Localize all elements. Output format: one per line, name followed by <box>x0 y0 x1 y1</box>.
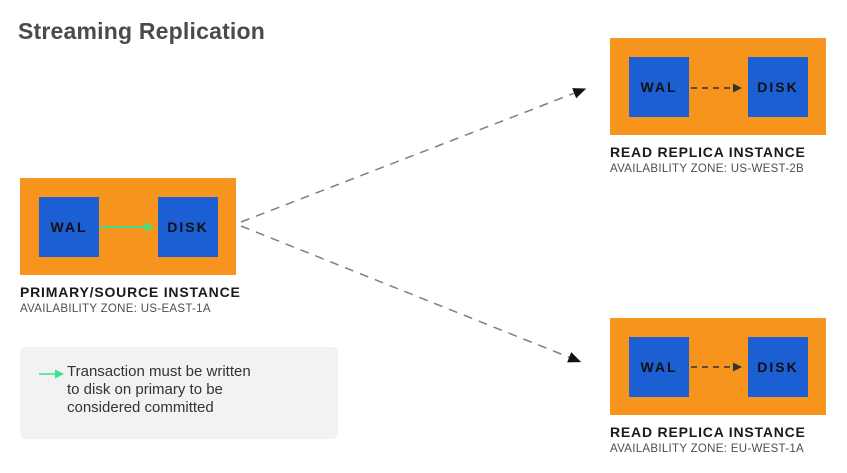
legend-text: Transaction must be written to disk on p… <box>67 363 251 417</box>
read-replica-bottom-availability-zone: AVAILABILITY ZONE: EU-WEST-1A <box>610 443 805 455</box>
read-replica-bottom-box: WAL DISK <box>610 318 826 415</box>
primary-disk-node: DISK <box>158 197 218 257</box>
primary-instance-title: PRIMARY/SOURCE INSTANCE <box>20 284 241 300</box>
replication-arrow-to-bottom-replica <box>240 225 582 363</box>
replica-bottom-disk-node: DISK <box>748 337 808 397</box>
read-replica-top-availability-zone: AVAILABILITY ZONE: US-WEST-2B <box>610 163 805 175</box>
primary-availability-zone: AVAILABILITY ZONE: US-EAST-1A <box>20 303 211 315</box>
primary-wal-node: WAL <box>39 197 99 257</box>
primary-instance: WAL DISK PRIMARY/SOURCE INSTANCE AVAILAB… <box>20 178 241 315</box>
legend-box: Transaction must be written to disk on p… <box>20 347 338 439</box>
legend-text-line: Transaction must be written <box>67 363 251 380</box>
replication-arrow-to-top-replica <box>240 88 587 223</box>
read-replica-top-title: READ REPLICA INSTANCE <box>610 144 806 160</box>
read-replica-top-box: WAL DISK <box>610 38 826 135</box>
replica-bottom-wal-node: WAL <box>629 337 689 397</box>
legend-text-line: considered committed <box>67 399 214 416</box>
legend-text-line: to disk on primary to be <box>67 381 223 398</box>
primary-instance-box: WAL DISK <box>20 178 236 275</box>
read-replica-bottom-title: READ REPLICA INSTANCE <box>610 424 806 440</box>
read-replica-bottom-instance: WAL DISK READ REPLICA INSTANCE AVAILABIL… <box>610 318 828 455</box>
replica-top-wal-node: WAL <box>629 57 689 117</box>
read-replica-top-instance: WAL DISK READ REPLICA INSTANCE AVAILABIL… <box>610 38 828 175</box>
page-title: Streaming Replication <box>18 18 266 44</box>
replica-top-disk-node: DISK <box>748 57 808 117</box>
